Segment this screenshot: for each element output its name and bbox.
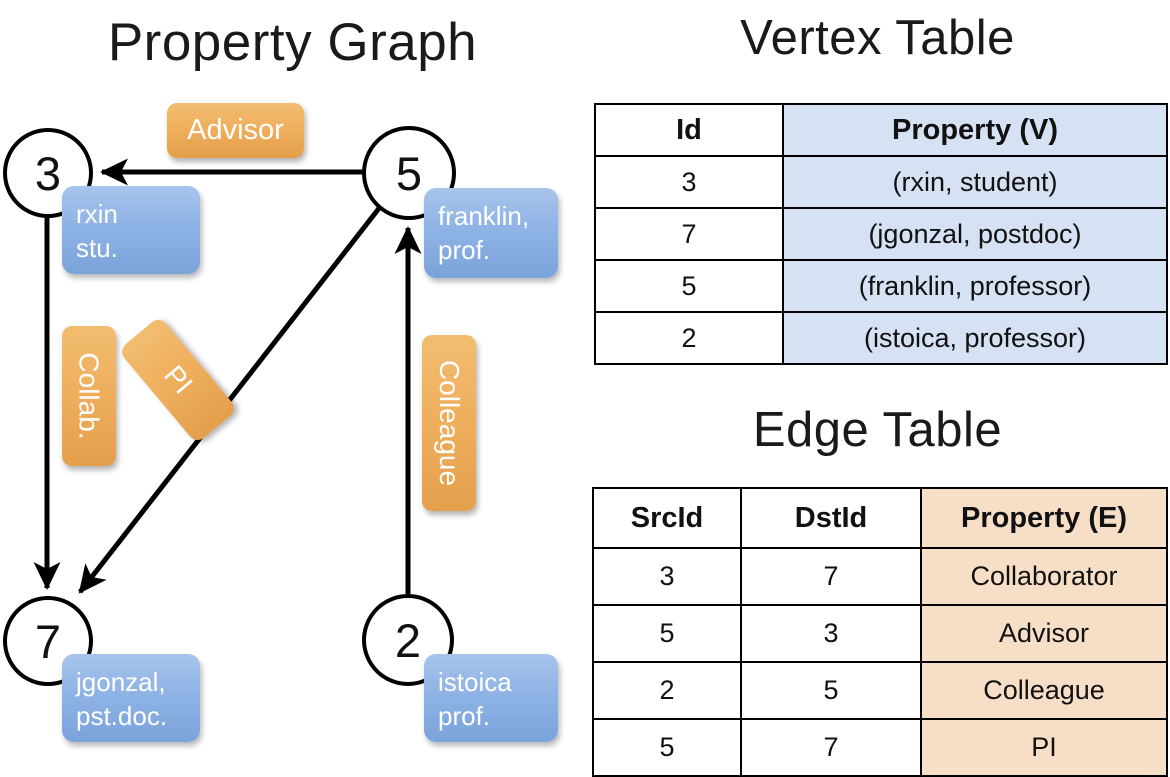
edge-label-colleague: Colleague <box>422 335 476 511</box>
node-property-7-line2: pst.doc. <box>76 700 168 731</box>
node-property-callout-2: istoica prof. <box>424 654 558 742</box>
edge-row-0-property: Collaborator <box>920 547 1168 606</box>
table-row: 5 3 Advisor <box>592 604 1168 663</box>
edge-table: SrcId DstId Property (E) 3 7 Collaborato… <box>592 487 1168 777</box>
page-title-vertex-table: Vertex Table <box>740 11 1015 65</box>
edge-row-3-property: PI <box>920 718 1168 777</box>
property-graph-diagram: Advisor Collab. PI Colleague 3 5 7 2 rxi… <box>0 0 585 760</box>
vertex-row-0-id: 3 <box>594 155 784 209</box>
edge-row-1-property: Advisor <box>920 604 1168 663</box>
graph-node-3-label: 3 <box>34 146 62 200</box>
node-property-7-line1: jgonzal, <box>76 667 166 697</box>
node-property-2-line1: istoica <box>438 667 512 697</box>
vertex-table-header-row: Id Property (V) <box>594 103 1168 157</box>
table-row: 5 (franklin, professor) <box>594 259 1168 313</box>
table-row: 2 5 Colleague <box>592 661 1168 720</box>
edge-table-header-property: Property (E) <box>920 487 1168 549</box>
graph-node-2-label: 2 <box>394 613 422 667</box>
edge-row-0-src: 3 <box>592 547 742 606</box>
vertex-row-1-property: (jgonzal, postdoc) <box>782 207 1168 261</box>
graph-node-5-label: 5 <box>395 146 423 200</box>
edge-row-3-dst: 7 <box>740 718 922 777</box>
edge-table-header-row: SrcId DstId Property (E) <box>592 487 1168 549</box>
node-property-callout-5: franklin, prof. <box>424 188 558 278</box>
table-row: 3 (rxin, student) <box>594 155 1168 209</box>
vertex-row-3-id: 2 <box>594 311 784 365</box>
node-property-3-line1: rxin <box>76 199 118 229</box>
vertex-table-header-id: Id <box>594 103 784 157</box>
node-property-5-line2: prof. <box>438 234 491 265</box>
edge-row-1-dst: 3 <box>740 604 922 663</box>
edge-label-collab: Collab. <box>62 326 116 466</box>
page-title-edge-table: Edge Table <box>752 403 1003 457</box>
graph-node-5[interactable]: 5 <box>362 126 456 220</box>
edge-row-3-src: 5 <box>592 718 742 777</box>
edge-label-advisor-text: Advisor <box>187 114 284 146</box>
edge-row-2-dst: 5 <box>740 661 922 720</box>
graph-node-7-label: 7 <box>34 614 62 668</box>
edge-row-2-src: 2 <box>592 661 742 720</box>
edge-row-2-property: Colleague <box>920 661 1168 720</box>
table-row: 7 (jgonzal, postdoc) <box>594 207 1168 261</box>
vertex-row-0-property: (rxin, student) <box>782 155 1168 209</box>
edge-table-header-dstid: DstId <box>740 487 922 549</box>
edge-label-advisor: Advisor <box>167 103 304 158</box>
node-property-2-line2: prof. <box>438 700 491 731</box>
node-property-callout-7: jgonzal, pst.doc. <box>62 654 200 742</box>
vertex-row-2-property: (franklin, professor) <box>782 259 1168 313</box>
table-row: 3 7 Collaborator <box>592 547 1168 606</box>
vertex-table: Id Property (V) 3 (rxin, student) 7 (jgo… <box>594 103 1168 365</box>
edge-label-colleague-text: Colleague <box>434 359 466 487</box>
vertex-table-header-property: Property (V) <box>782 103 1168 157</box>
vertex-row-3-property: (istoica, professor) <box>782 311 1168 365</box>
page-title-property-graph: Property Graph <box>107 13 478 72</box>
edge-label-collab-text: Collab. <box>74 352 106 440</box>
graph-node-2[interactable]: 2 <box>362 594 454 686</box>
node-property-callout-3: rxin stu. <box>62 186 200 274</box>
edge-row-0-dst: 7 <box>740 547 922 606</box>
node-property-3-line2: stu. <box>76 232 118 263</box>
vertex-row-1-id: 7 <box>594 207 784 261</box>
node-property-5-line1: franklin, <box>438 201 530 231</box>
edge-table-header-srcid: SrcId <box>592 487 742 549</box>
vertex-row-2-id: 5 <box>594 259 784 313</box>
table-row: 5 7 PI <box>592 718 1168 777</box>
edge-row-1-src: 5 <box>592 604 742 663</box>
table-row: 2 (istoica, professor) <box>594 311 1168 365</box>
edge-label-pi-text: PI <box>158 359 199 400</box>
